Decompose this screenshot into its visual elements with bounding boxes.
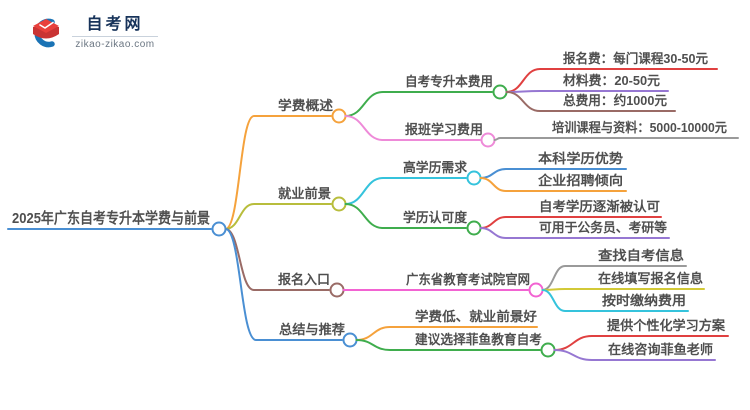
- branch-connector: [479, 227, 670, 239]
- branch-connector: [344, 115, 481, 141]
- mindmap-node-label[interactable]: 按时缴纳费用: [602, 293, 686, 308]
- logo-divider: [72, 36, 158, 37]
- mindmap-node-label[interactable]: 总费用：约1000元: [563, 93, 667, 108]
- mindmap-node-label[interactable]: 总结与推荐: [279, 322, 345, 337]
- mindmap-node-label[interactable]: 建议选择菲鱼教育自考: [415, 332, 542, 347]
- mindmap-node-label[interactable]: 在线咨询菲鱼老师: [608, 342, 713, 357]
- mindmap-node-label[interactable]: 提供个性化学习方案: [607, 318, 726, 333]
- mindmap-node-label[interactable]: 就业前景: [278, 186, 331, 201]
- branch-connector: [344, 203, 467, 229]
- branch-connector: [541, 288, 705, 291]
- logo-title: 自考网: [86, 16, 144, 33]
- mindmap-node-label[interactable]: 学费低、就业前景好: [415, 309, 537, 324]
- node-expand-handle[interactable]: [329, 282, 345, 298]
- branch-connector: [224, 115, 332, 230]
- node-expand-handle[interactable]: [331, 108, 347, 124]
- branch-connector: [344, 91, 493, 117]
- branch-connector: [505, 90, 669, 93]
- mindmap-node-label[interactable]: 材料费：20-50元: [563, 73, 660, 88]
- mindmap-root-label[interactable]: 2025年广东自考专升本学费与前景: [12, 209, 210, 227]
- mindmap-node-label[interactable]: 高学历需求: [403, 160, 468, 175]
- mindmap-node-label[interactable]: 学费概述: [278, 98, 333, 113]
- mindmap-node-label[interactable]: 查找自考信息: [597, 248, 684, 263]
- node-expand-handle[interactable]: [466, 220, 482, 236]
- mindmap-node-label[interactable]: 可用于公务员、考研等: [539, 220, 667, 235]
- mindmap-node-label[interactable]: 报班学习费用: [405, 122, 483, 137]
- logo-text-block: 自考网 zikao-zikao.com: [72, 16, 158, 50]
- node-expand-handle[interactable]: [466, 170, 482, 186]
- logo-subtitle: zikao-zikao.com: [75, 39, 155, 50]
- mindmap-node-label[interactable]: 广东省教育考试院官网: [406, 272, 530, 287]
- node-expand-handle[interactable]: [342, 332, 358, 348]
- branch-connector: [344, 177, 467, 205]
- node-expand-handle[interactable]: [540, 342, 556, 358]
- branch-connector: [355, 339, 541, 351]
- node-expand-handle[interactable]: [211, 221, 227, 237]
- mindmap-node-label[interactable]: 报名费：每门课程30-50元: [563, 51, 708, 66]
- node-expand-handle[interactable]: [331, 196, 347, 212]
- mindmap-node-label[interactable]: 自考学历逐渐被认可: [539, 199, 660, 214]
- node-expand-handle[interactable]: [528, 282, 544, 298]
- mindmap-node-label[interactable]: 在线填写报名信息: [598, 271, 703, 286]
- graduation-cap-icon: [33, 18, 59, 48]
- branch-connector: [553, 349, 716, 361]
- branch-connector: [479, 177, 627, 192]
- node-expand-handle[interactable]: [492, 84, 508, 100]
- mindmap-node-label[interactable]: 学历认可度: [403, 210, 468, 225]
- site-logo: 自考网 zikao-zikao.com: [28, 14, 158, 52]
- branch-connector: [224, 203, 332, 230]
- mindmap-node-label[interactable]: 企业招聘倾向: [537, 173, 623, 188]
- mindmap-node-label[interactable]: 培训课程与资料：5000-10000元: [552, 120, 727, 135]
- node-expand-handle[interactable]: [480, 132, 496, 148]
- branch-connector: [505, 91, 676, 112]
- branch-connector: [493, 137, 739, 141]
- branch-connector: [541, 289, 689, 312]
- mindmap-node-label[interactable]: 自考专升本费用: [405, 74, 493, 89]
- mindmap-node-label[interactable]: 本科学历优势: [538, 151, 623, 166]
- branch-connector: [224, 228, 343, 341]
- mindmap-node-label[interactable]: 报名入口: [278, 272, 330, 287]
